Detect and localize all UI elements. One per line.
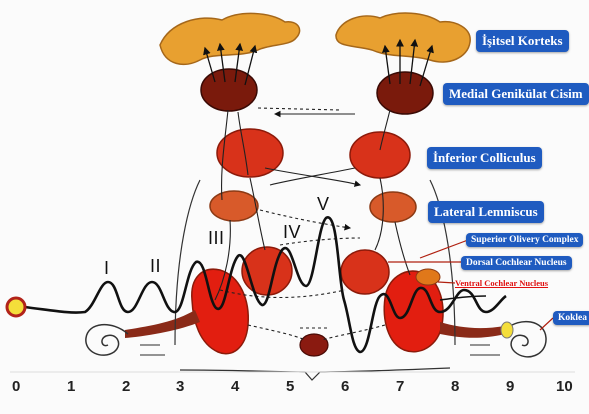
medial-geniculate-right — [376, 71, 434, 115]
inferior-colliculus-right — [349, 131, 411, 179]
cochlea-spiral-left — [85, 324, 129, 356]
axis-tick-10: 10 — [556, 378, 573, 395]
trapezoid-nucleus — [299, 333, 329, 357]
axis-tick-5: 5 — [286, 378, 295, 395]
lateral-lemniscus-left — [209, 190, 259, 222]
sound-source-icon — [5, 296, 27, 318]
label-superior-olivary: Superior Olivery Complex — [466, 233, 584, 247]
axis-tick-6: 6 — [341, 378, 350, 395]
medial-geniculate-left — [200, 68, 258, 112]
label-ventral-cochlear: Ventral Cochlear Nucleus — [455, 278, 549, 288]
label-inferior-colliculus: İnferior Colliculus — [427, 147, 542, 169]
axis-tick-7: 7 — [396, 378, 405, 395]
wave-label-iv: IV — [283, 222, 302, 242]
label-pointers — [388, 239, 554, 331]
lateral-lemniscus-right — [369, 191, 417, 223]
label-auditory-cortex: İşitsel Korteks — [476, 30, 569, 52]
axis-tick-4: 4 — [231, 378, 240, 395]
label-medial-geniculate: Medial Genikülat Cisim — [443, 83, 589, 105]
wave-label-v: V — [317, 194, 330, 214]
dorsal-cochlear-right — [415, 268, 441, 286]
axis-tick-1: 1 — [67, 378, 76, 395]
nerve-stem-right — [440, 322, 505, 338]
axis-tick-2: 2 — [122, 378, 131, 395]
cochlear-nucleus-left — [191, 268, 249, 355]
abr-waveform — [23, 216, 507, 354]
thalamocortical-fibers — [203, 38, 434, 87]
auditory-cortex-right — [335, 12, 471, 63]
wave-label-iii: III — [208, 228, 225, 248]
wave-label-ii: II — [150, 256, 162, 276]
label-lateral-lemniscus: Lateral Lemniscus — [428, 201, 544, 223]
axis-tick-9: 9 — [506, 378, 515, 395]
axis-tick-0: 0 — [12, 378, 21, 395]
floor-lines — [140, 344, 500, 356]
inferior-colliculus-left — [216, 128, 284, 178]
auditory-cortex-left — [159, 12, 301, 66]
abr-waveform-tail — [439, 295, 487, 301]
superior-olive-left — [241, 246, 293, 296]
label-dorsal-cochlear: Dorsal Cochlear Nucleus — [461, 256, 572, 270]
cochlea-window-right — [500, 321, 514, 339]
nerve-stem-left — [125, 310, 200, 338]
cochlea-spiral-right — [504, 320, 547, 358]
ascending-fibers — [214, 107, 411, 341]
label-cochlea: Koklea — [553, 311, 589, 325]
axis-tick-8: 8 — [451, 378, 460, 395]
wave-label-i: I — [104, 258, 110, 278]
superior-olive-right — [340, 249, 390, 295]
axis-tick-3: 3 — [176, 378, 185, 395]
